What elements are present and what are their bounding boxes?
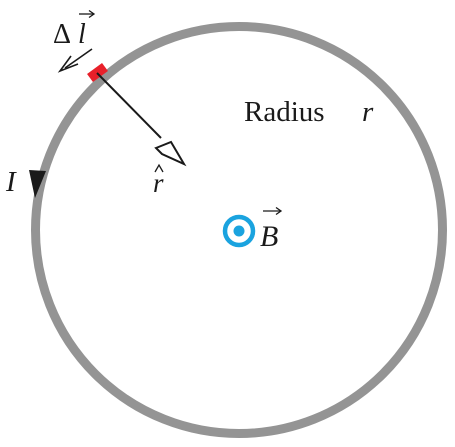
current-segment (87, 62, 108, 83)
field-label: B (260, 206, 283, 253)
svg-text:Radius: Radius (244, 96, 325, 128)
r-hat-arrow (96, 72, 187, 167)
svg-text:B: B (260, 220, 278, 253)
r-hat-label: r (153, 163, 164, 198)
delta-l-arrow (57, 48, 93, 73)
current-label: I (5, 166, 17, 198)
delta-l-label: Δ l (53, 9, 96, 50)
svg-text:r: r (362, 96, 374, 128)
current-direction-arrowhead (29, 170, 46, 198)
svg-text:l: l (78, 19, 86, 50)
radius-label: Radius r (244, 96, 374, 128)
field-out-of-page-symbol (222, 214, 256, 248)
current-loop (31, 22, 447, 438)
svg-text:Δ: Δ (53, 19, 71, 50)
svg-text:r: r (153, 168, 164, 198)
